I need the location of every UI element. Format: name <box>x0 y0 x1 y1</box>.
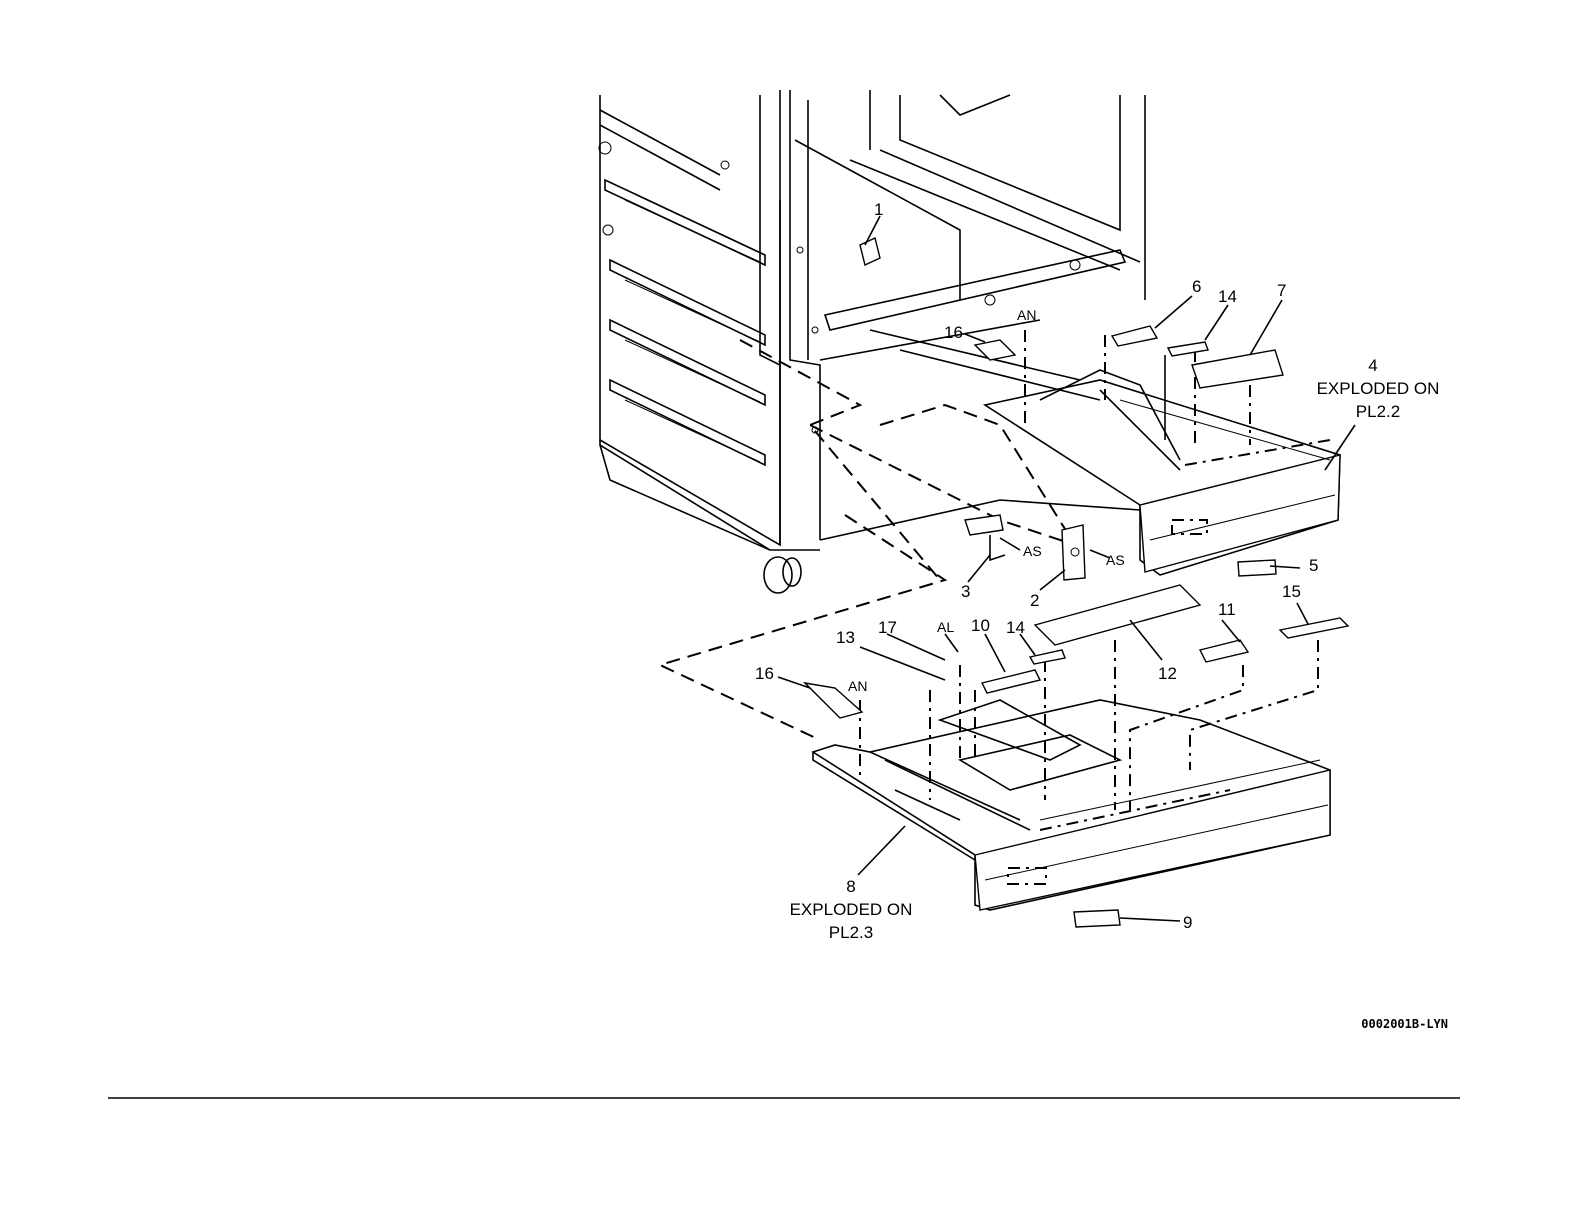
upper-paper-tray <box>985 355 1340 575</box>
callout-17: 17 <box>878 618 897 637</box>
callout-16-top: 16 <box>944 323 963 342</box>
callout-7: 7 <box>1277 281 1286 300</box>
bracket-2 <box>1062 525 1085 580</box>
decal-11 <box>1200 640 1248 662</box>
decal-12 <box>1035 585 1200 645</box>
decal-14-bottom <box>1030 650 1065 664</box>
callout-12: 12 <box>1158 664 1177 683</box>
callout-14-bottom: 14 <box>1006 618 1025 637</box>
machine-frame <box>599 90 1145 593</box>
callout-8: 8 <box>846 877 855 896</box>
callout-9: 9 <box>1183 913 1192 932</box>
callout-13: 13 <box>836 628 855 647</box>
callout-4: 4 <box>1368 356 1377 375</box>
callout-4-exploded-on: EXPLODED ON <box>1317 379 1440 398</box>
callout-4-plate-ref: PL2.2 <box>1356 402 1400 421</box>
fastener-an-top: AN <box>1017 307 1036 323</box>
callout-5: 5 <box>1309 556 1318 575</box>
decal-10 <box>982 670 1040 693</box>
decal-6 <box>1112 326 1157 346</box>
callout-15: 15 <box>1282 582 1301 601</box>
fastener-as-right: AS <box>1106 552 1125 568</box>
fastener-as-left: AS <box>1023 543 1042 559</box>
callout-1: 1 <box>874 200 883 219</box>
callout-8-exploded-on: EXPLODED ON <box>790 900 913 919</box>
figure-code: 0002001B-LYN <box>1361 1017 1448 1031</box>
callout-14-top: 14 <box>1218 287 1237 306</box>
callout-10: 10 <box>971 616 990 635</box>
decal-5 <box>1238 560 1276 576</box>
callout-8-plate-ref: PL2.3 <box>829 923 873 942</box>
decal-9 <box>1074 910 1120 927</box>
decal-14-top <box>1168 342 1208 356</box>
fastener-an-bottom: AN <box>848 678 867 694</box>
callout-2: 2 <box>1030 591 1039 610</box>
decal-7 <box>1192 350 1283 388</box>
lower-paper-tray <box>813 700 1330 910</box>
fastener-al: AL <box>937 619 954 635</box>
decal-15 <box>1280 618 1348 638</box>
callout-3: 3 <box>961 582 970 601</box>
callout-16-bottom: 16 <box>755 664 774 683</box>
callout-11: 11 <box>1218 600 1236 619</box>
bracket-3 <box>965 515 1003 535</box>
callout-6: 6 <box>1192 277 1201 296</box>
